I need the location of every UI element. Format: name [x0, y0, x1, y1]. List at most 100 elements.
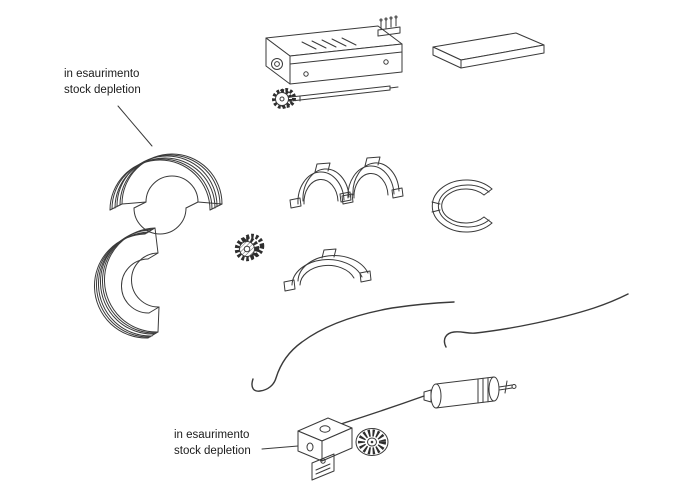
shaft-gear-face	[275, 92, 289, 106]
clamp-half-right	[339, 156, 404, 203]
crown-adapter-half-bottom	[94, 227, 160, 339]
limit-switch-bracket	[297, 417, 353, 481]
motor-ribs	[477, 377, 489, 404]
stock-depletion-note-top: in esaurimento stock depletion	[64, 66, 141, 98]
note-line-italian: in esaurimento	[64, 68, 140, 80]
shaft-gear-hub	[279, 96, 285, 102]
pin-tip	[389, 16, 393, 20]
tab-hole	[320, 458, 326, 464]
tab-detail	[315, 463, 331, 475]
back-arch	[297, 255, 369, 282]
inner-arch	[353, 172, 389, 199]
pin-tip	[379, 18, 383, 22]
back-arch	[352, 162, 400, 196]
shaft-tip	[511, 384, 517, 389]
fan-rim	[355, 428, 389, 456]
top-tab	[364, 156, 381, 167]
outer-arch	[291, 259, 363, 286]
shell-end-edges	[144, 227, 160, 339]
bracket-tab	[311, 453, 335, 481]
rib-arc	[116, 155, 218, 207]
pin-tip	[394, 15, 398, 19]
screw	[303, 71, 309, 77]
carton-box	[432, 32, 545, 69]
support-saddle-bracket	[283, 248, 372, 292]
control-unit-box	[265, 15, 403, 85]
motor-left-cap	[430, 383, 442, 409]
inner-arch	[299, 264, 355, 286]
drive-shaft-with-gear	[272, 85, 399, 109]
leader-line-bottom	[261, 445, 299, 450]
vent-lines	[301, 37, 357, 50]
inner-back-rim	[121, 258, 150, 314]
outer-arch	[297, 171, 345, 205]
leader-lines	[117, 105, 299, 450]
bracket-side-hole	[306, 442, 314, 452]
motor-body	[435, 376, 495, 409]
pin-tip	[384, 17, 388, 21]
pinion-gear	[234, 233, 265, 262]
spring-clip	[431, 179, 493, 233]
power-cable	[325, 395, 425, 430]
rod-path	[443, 293, 629, 348]
bracket-right-face	[321, 427, 353, 462]
panel-seam	[289, 51, 403, 65]
fan-axle-dot	[370, 440, 374, 444]
top-tab	[314, 162, 331, 173]
shell-front-face	[104, 227, 160, 333]
rib-arc	[111, 158, 213, 210]
note-line-english: stock depletion	[64, 84, 141, 96]
rod-path	[251, 301, 455, 392]
outer-arch	[347, 165, 395, 199]
rib-arc	[98, 231, 153, 337]
shaft-rod	[290, 85, 391, 102]
rib-arc	[119, 154, 221, 206]
shaft-cross-pin	[504, 380, 508, 394]
shaft-tip	[389, 85, 399, 91]
tubular-motor	[325, 376, 517, 430]
outer-ring	[431, 179, 493, 233]
fan-wheel	[355, 428, 389, 456]
connector-pin	[274, 61, 280, 67]
carton-left-face	[432, 46, 462, 69]
right-foot	[359, 270, 372, 283]
rib-arc	[94, 233, 149, 339]
terminal-pins	[380, 17, 397, 30]
terminal-block	[377, 26, 401, 37]
left-foot	[289, 197, 302, 209]
mid-ring	[437, 184, 490, 228]
box-left-face	[265, 37, 291, 85]
motor-neck	[423, 389, 432, 403]
clip-seam	[431, 201, 441, 213]
shell-end-edges	[109, 201, 223, 211]
top-tab	[321, 248, 337, 259]
left-foot	[339, 191, 352, 203]
left-foot	[283, 279, 296, 292]
crown-adapter-half-top	[109, 153, 223, 235]
inner-ring	[441, 188, 485, 224]
curved-rod-center	[251, 301, 455, 392]
gear-hub	[243, 245, 251, 253]
inner-back-rim	[133, 207, 187, 235]
clip-end-edges	[483, 188, 493, 224]
connector-port	[271, 58, 283, 70]
note-line-italian: in esaurimento	[174, 429, 250, 441]
note-line-english: stock depletion	[174, 445, 251, 457]
curved-rod-right	[443, 293, 629, 348]
rib-arc	[109, 159, 211, 211]
shaft-gear-teeth	[272, 89, 292, 109]
right-foot	[391, 187, 404, 199]
clamp-half-left	[289, 162, 354, 209]
inner-arch	[303, 178, 339, 205]
back-arch	[302, 168, 350, 202]
shell-front-face	[121, 153, 223, 205]
rib-arc	[114, 157, 216, 209]
screw	[383, 59, 389, 65]
motor-right-cap	[488, 376, 500, 402]
stock-depletion-note-bottom: in esaurimento stock depletion	[174, 427, 251, 459]
gear-teeth	[234, 236, 260, 262]
bracket-hole	[319, 425, 331, 433]
leader-line-top	[117, 105, 153, 147]
